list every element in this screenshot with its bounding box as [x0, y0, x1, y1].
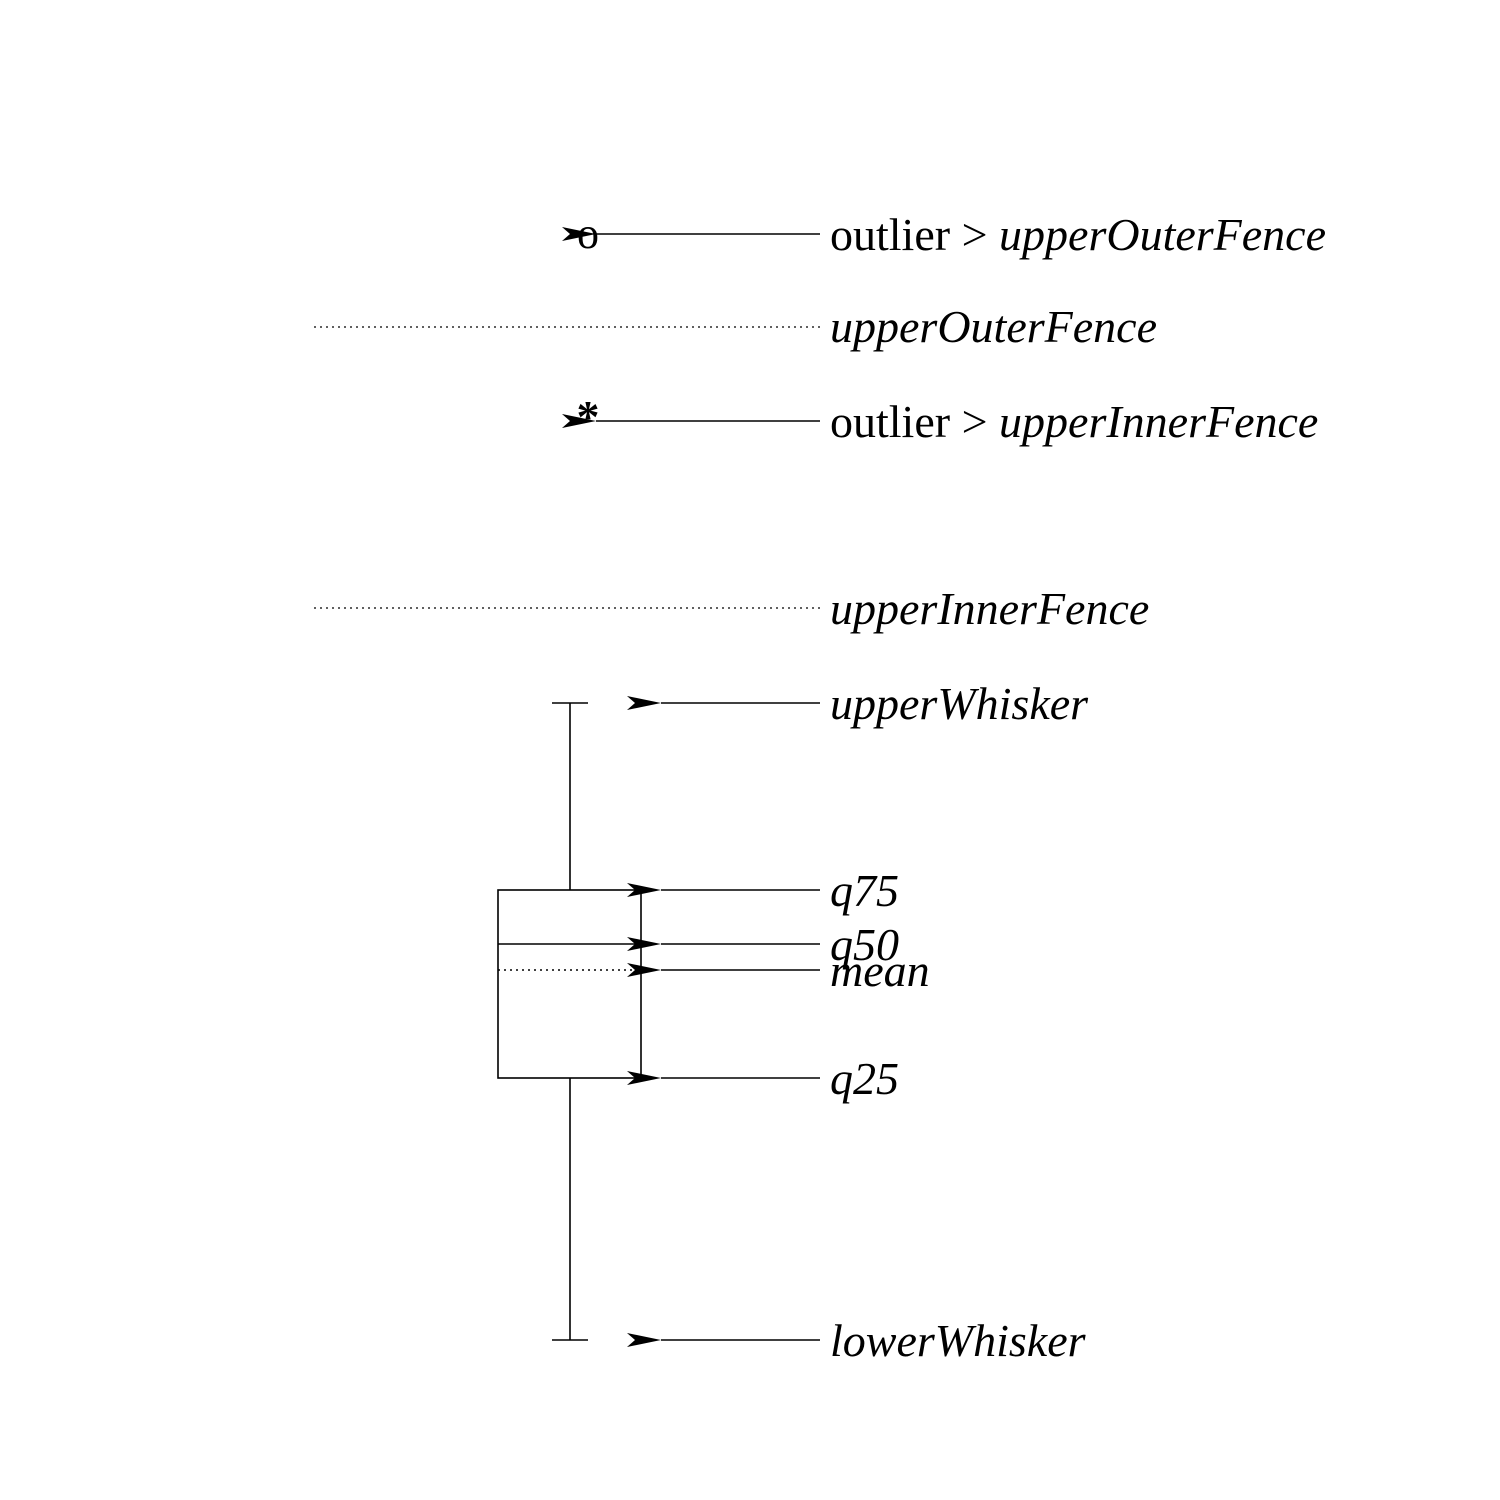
outer-outlier-label: outlier > upperOuterFence: [830, 209, 1326, 260]
outer-outlier-term: upperOuterFence: [999, 209, 1326, 260]
q50-label: q50: [830, 919, 899, 970]
upper-inner-fence-label: upperInnerFence: [830, 583, 1149, 634]
inner-outlier-marker: *: [577, 391, 600, 442]
interquartile-box: [497, 889, 642, 1079]
mean-label: mean: [830, 945, 930, 996]
q25-label: q25: [830, 1053, 899, 1104]
inner-outlier-label: outlier > upperInnerFence: [830, 396, 1318, 447]
inner-outlier-prefix: outlier >: [830, 396, 999, 447]
inner-outlier-term: upperInnerFence: [999, 396, 1318, 447]
outer-outlier-marker: o: [577, 209, 599, 258]
outer-outlier-prefix: outlier >: [830, 209, 999, 260]
lower-whisker-label: lowerWhisker: [830, 1315, 1087, 1366]
upper-outer-fence-label: upperOuterFence: [830, 301, 1157, 352]
q75-label: q75: [830, 865, 899, 916]
upper-whisker-label: upperWhisker: [830, 678, 1089, 729]
